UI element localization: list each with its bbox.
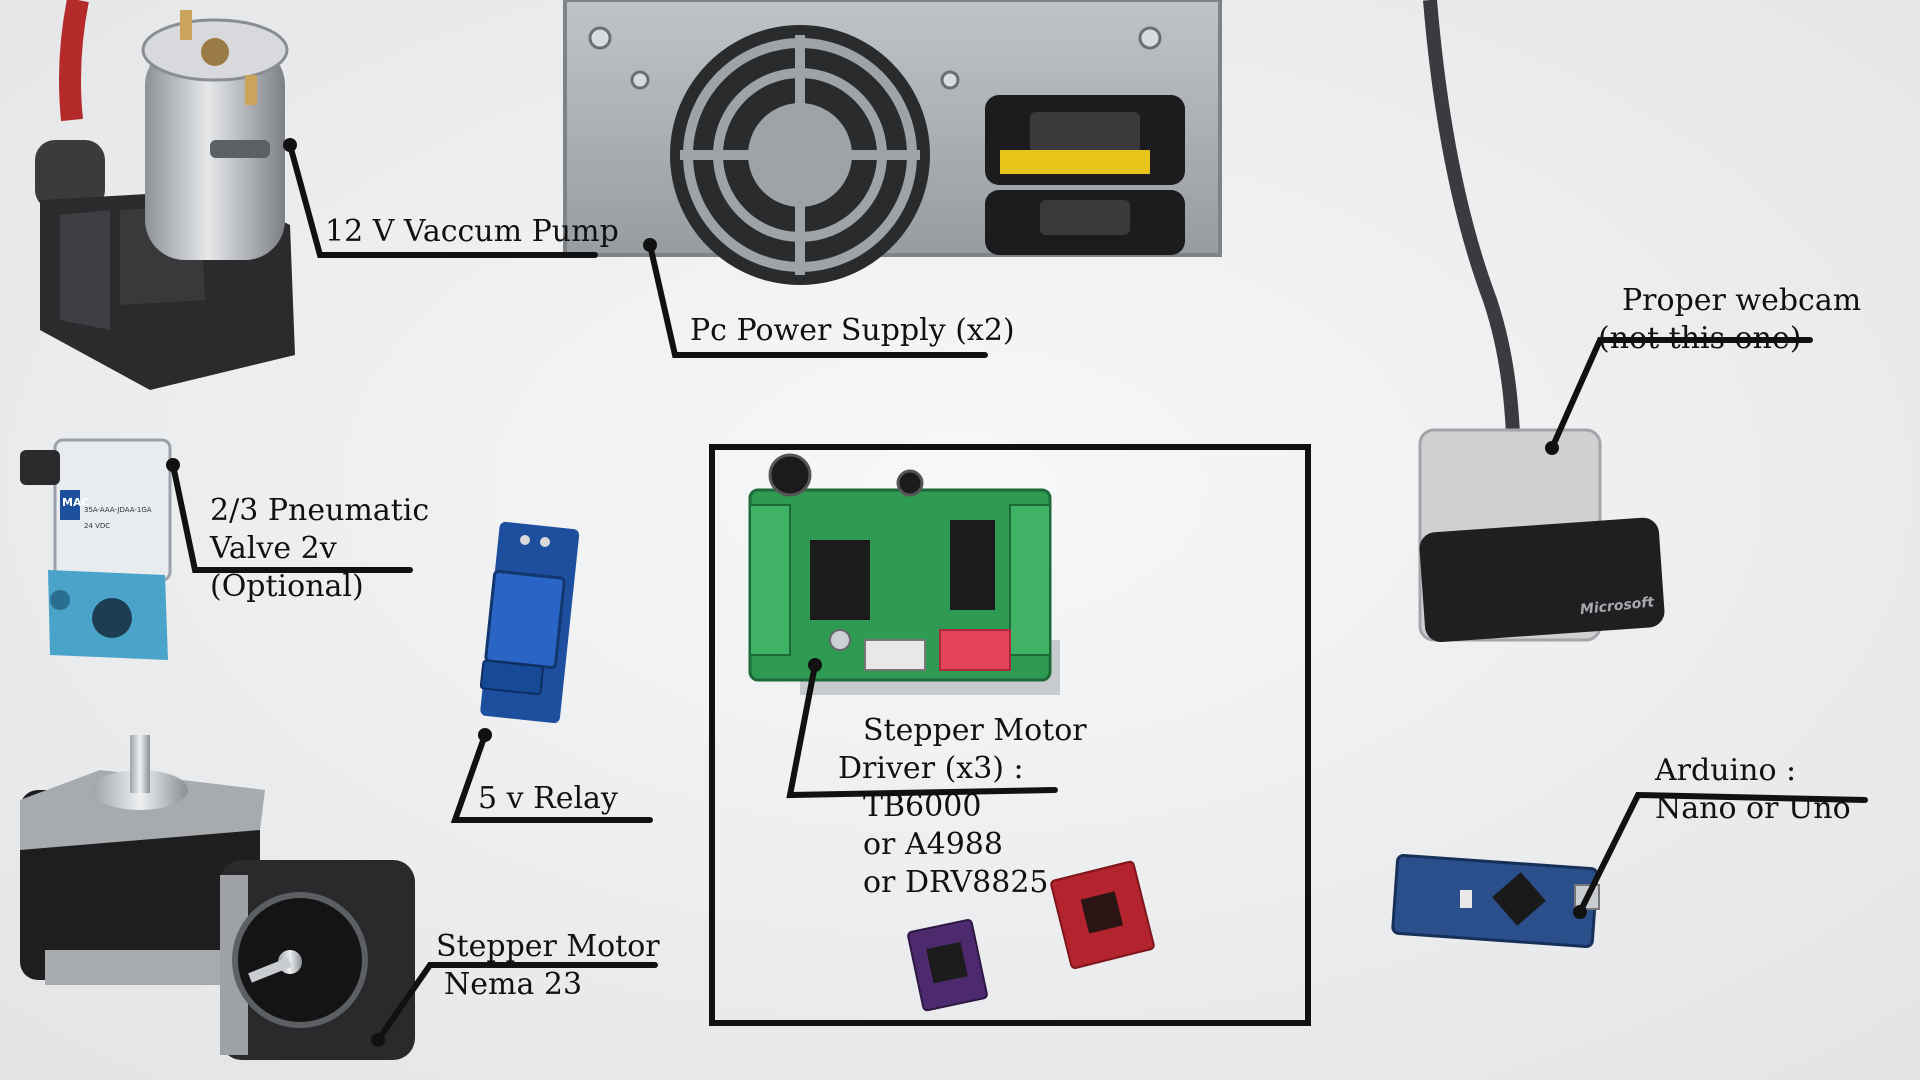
driver-optocouplers xyxy=(950,520,995,610)
nema23-shaft xyxy=(130,735,150,793)
a4988-module xyxy=(1050,860,1155,969)
driver-terminal-right xyxy=(1009,504,1051,656)
label-line: Nema 23 xyxy=(444,967,583,1002)
label-line: Driver (x3) : xyxy=(838,751,1024,786)
relay-terminal-block xyxy=(479,659,544,696)
red-cable xyxy=(59,0,89,122)
stepper-motor-nema17 xyxy=(220,860,415,1060)
label-line: (Optional) xyxy=(210,569,364,604)
arduino-board xyxy=(1391,854,1599,948)
stepper-motor-nema23 xyxy=(20,735,265,985)
leader-valve xyxy=(170,462,413,573)
label-line: TB6000 xyxy=(863,789,982,824)
pump-fitting xyxy=(35,140,105,210)
label-line: Nano or Uno xyxy=(1655,791,1851,826)
label-line: (not this one) xyxy=(1598,321,1802,356)
label-line: 2/3 Pneumatic xyxy=(210,493,430,528)
motor-shaft xyxy=(201,38,229,66)
leader-webcam xyxy=(1549,337,1813,451)
label-arduino: Arduino : Nano or Uno xyxy=(1655,752,1851,828)
driver-screw xyxy=(829,629,851,651)
ac-outlet-pins xyxy=(1040,200,1130,235)
drv8825-module xyxy=(907,918,988,1012)
relay-pin xyxy=(520,535,530,545)
relay-cube xyxy=(484,569,566,669)
leader-vacuum-pump xyxy=(287,142,598,258)
label-line: Arduino : xyxy=(1655,753,1797,788)
motor-terminal xyxy=(180,10,192,40)
leader-arduino xyxy=(1577,791,1868,915)
label-pneumatic-valve: 2/3 Pneumatic Valve 2v (Optional) xyxy=(210,492,429,606)
label-line: Stepper Motor xyxy=(436,929,660,964)
label-stepper-driver: Stepper Motor Driver (x3) : TB6000 or A4… xyxy=(838,712,1087,902)
label-vacuum-pump: 12 V Vaccum Pump xyxy=(325,213,619,251)
webcam: Microsoft xyxy=(1418,0,1665,643)
nema23-flange xyxy=(20,770,265,850)
arduino-mcu xyxy=(1492,872,1546,926)
driver-capacitor xyxy=(768,453,812,497)
pneumatic-valve: MAC 35A-AAA-JDAA-1GA 24 VDC xyxy=(20,438,172,660)
label-webcam: Proper webcam (not this one) xyxy=(1598,282,1861,358)
nema17-shaft-tip xyxy=(248,957,292,983)
label-line: Proper webcam xyxy=(1622,283,1862,318)
driver-frame xyxy=(709,444,1311,1026)
label-relay: 5 v Relay xyxy=(478,780,618,818)
label-power-supply: Pc Power Supply (x2) xyxy=(690,312,1015,350)
psu-screw xyxy=(588,26,612,50)
pump-rib xyxy=(60,210,110,330)
label-stepper-motor: Stepper Motor Nema 23 xyxy=(436,928,660,1004)
label-line: Pc Power Supply (x2) xyxy=(690,313,1015,348)
valve-voltage-text: 24 VDC xyxy=(84,522,110,530)
driver-capacitor-small xyxy=(896,469,924,497)
valve-logo-block xyxy=(60,490,80,520)
arduino-usb xyxy=(1574,884,1600,910)
label-line: Valve 2v xyxy=(210,531,337,566)
leader-relay xyxy=(450,732,653,823)
relay-module xyxy=(479,521,580,724)
drv8825-chip xyxy=(926,941,968,984)
label-line: or A4988 xyxy=(863,827,1003,862)
psu-screw xyxy=(940,70,960,90)
valve-connector xyxy=(20,450,60,485)
valve-port xyxy=(92,598,132,638)
leader-lines xyxy=(170,142,1868,1043)
leader-dots xyxy=(166,138,1587,1047)
valve-port-small xyxy=(50,590,70,610)
webcam-body xyxy=(1419,517,1665,643)
leader-stepper-motor xyxy=(375,962,658,1043)
arduino-reset xyxy=(1460,890,1472,908)
label-line: or DRV8825 xyxy=(863,865,1049,900)
pc-power-supply xyxy=(563,0,1222,285)
label-line: 12 V Vaccum Pump xyxy=(325,214,619,249)
psu-screw xyxy=(630,70,650,90)
tb6600-driver xyxy=(748,453,1060,695)
psu-screw xyxy=(1138,26,1162,50)
driver-jumpers xyxy=(864,639,926,671)
webcam-brand-text: Microsoft xyxy=(1579,594,1656,618)
driver-dip-switch xyxy=(939,629,1011,671)
label-line: 5 v Relay xyxy=(478,781,618,816)
leader-power-supply xyxy=(647,242,988,358)
relay-pin xyxy=(540,537,550,547)
driver-terminal-left xyxy=(749,504,791,656)
leader-driver xyxy=(786,662,1058,799)
nema23-endcap xyxy=(45,950,235,985)
arduino-nano xyxy=(1391,854,1600,948)
motor-terminal xyxy=(245,75,257,105)
motor-vent xyxy=(210,140,270,158)
psu-fan-grille xyxy=(670,25,930,285)
driver-chips xyxy=(810,540,870,620)
label-line: Stepper Motor xyxy=(863,713,1087,748)
valve-brand-text: MAC xyxy=(62,496,90,509)
valve-model-text: 35A-AAA-JDAA-1GA xyxy=(84,506,152,514)
vacuum-pump xyxy=(35,0,295,390)
voltage-sticker xyxy=(1000,150,1150,174)
a4988-chip xyxy=(1080,891,1124,934)
